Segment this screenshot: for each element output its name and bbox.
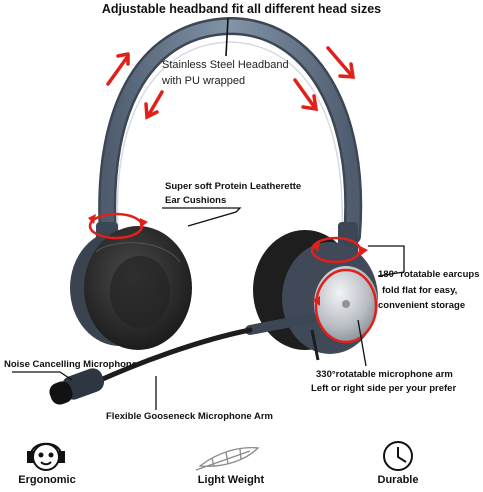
clock-icon [383, 441, 413, 471]
feather-icon [195, 446, 260, 471]
callout-lines [12, 207, 405, 410]
earcups-label-2: fold flat for easy, [382, 285, 458, 296]
page-title: Adjustable headband fit all different he… [101, 2, 382, 16]
headband-label-2: with PU wrapped [162, 75, 246, 87]
arm-label-2: Left or right side per your prefer [311, 383, 457, 394]
earcups-label-1: 180° rotatable earcups [378, 269, 480, 280]
headband-label-1: Stainless Steel Headband [162, 59, 289, 71]
left-earcup [70, 222, 192, 350]
headset-person-icon [27, 442, 65, 471]
cushion-label-2: Ear Cushions [165, 195, 227, 206]
adjust-arrows [106, 46, 356, 120]
feature-light-weight: Light Weight [197, 474, 265, 486]
earcups-label-3: convenient storage [378, 300, 466, 311]
gooseneck-label: Flexible Gooseneck Microphone Arm [106, 411, 273, 422]
arm-label-1: 330°rotatable microphone arm [316, 369, 453, 380]
feature-durable: Durable [377, 474, 419, 486]
right-earcup [253, 222, 378, 354]
mic-label: Noise Cancelling Microphone [4, 359, 138, 370]
feature-ergonomic: Ergonomic [18, 474, 76, 486]
microphone-boom [49, 313, 320, 405]
cushion-label-1: Super soft Protein Leatherette [165, 181, 302, 192]
